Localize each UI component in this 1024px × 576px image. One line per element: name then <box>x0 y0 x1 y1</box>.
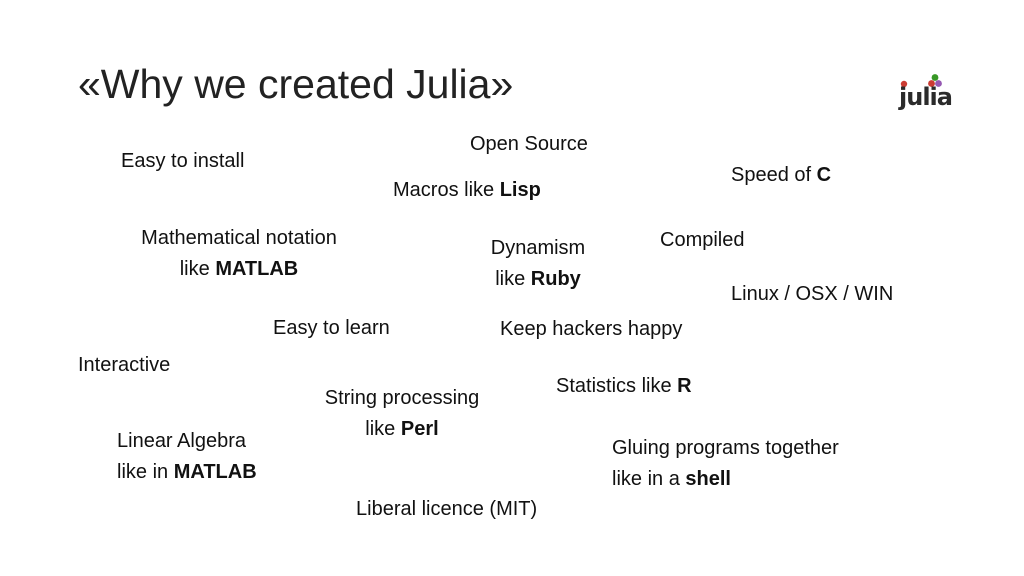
phrase-gluing-bold: shell <box>685 468 731 490</box>
phrase-dynamism-text: like <box>495 268 531 290</box>
phrase-math-line2: like MATLAB <box>119 254 359 285</box>
phrase-speed-text: Speed of <box>731 164 817 186</box>
julia-logo-text: julia <box>898 83 952 111</box>
phrase-linear-algebra: Linear Algebra like in MATLAB <box>117 426 257 488</box>
phrase-easy-to-install: Easy to install <box>121 150 245 172</box>
julia-logo-icon: julia <box>898 74 953 111</box>
phrase-macros-bold: Lisp <box>499 179 541 201</box>
phrase-gluing-text: like in a <box>612 468 686 490</box>
phrase-speed-of-c: Speed of C <box>731 160 831 191</box>
phrase-linalg-line1: Linear Algebra <box>117 430 246 452</box>
phrase-compiled: Compiled <box>660 229 745 251</box>
phrase-string-line2: like Perl <box>312 414 492 445</box>
phrase-gluing-programs: Gluing programs together like in a shell <box>612 433 839 495</box>
phrase-macros-text: Macros like <box>393 179 500 201</box>
phrase-stats-text: Statistics like <box>556 375 678 397</box>
phrase-keep-hackers-happy: Keep hackers happy <box>500 318 683 340</box>
phrase-stats-bold: R <box>677 375 692 397</box>
phrase-macros-like-lisp: Macros like Lisp <box>393 175 541 206</box>
phrase-string-text: like <box>365 418 401 440</box>
phrase-linalg-text: like in <box>117 461 174 483</box>
phrase-liberal-licence: Liberal licence (MIT) <box>356 498 538 520</box>
julia-logo: julia <box>897 72 953 112</box>
phrase-string-processing: String processing like Perl <box>312 383 492 445</box>
phrase-mathematical-notation: Mathematical notation like MATLAB <box>119 223 359 285</box>
phrase-gluing-line1: Gluing programs together <box>612 437 839 459</box>
phrase-interactive: Interactive <box>78 354 171 376</box>
phrase-linalg-line2: like in MATLAB <box>117 457 257 488</box>
phrase-string-bold: Perl <box>400 418 439 440</box>
phrase-math-bold: MATLAB <box>215 258 299 280</box>
phrase-string-line1: String processing <box>324 387 480 409</box>
slide-title: «Why we created Julia» <box>78 61 514 107</box>
phrase-dynamism-bold: Ruby <box>530 268 581 290</box>
phrase-dynamism-line2: like Ruby <box>468 264 608 295</box>
phrase-math-text: like <box>179 258 216 280</box>
phrase-math-line1: Mathematical notation <box>141 227 337 249</box>
phrase-dynamism-line1: Dynamism <box>490 237 586 259</box>
phrase-open-source: Open Source <box>470 133 588 155</box>
phrase-dynamism: Dynamism like Ruby <box>468 233 608 295</box>
phrase-statistics-like-r: Statistics like R <box>556 371 692 402</box>
phrase-linalg-bold: MATLAB <box>173 461 257 483</box>
phrase-speed-bold: C <box>816 164 832 186</box>
phrase-linux-osx-win: Linux / OSX / WIN <box>731 283 894 305</box>
phrase-gluing-line2: like in a shell <box>612 464 839 495</box>
phrase-easy-to-learn: Easy to learn <box>273 317 390 339</box>
